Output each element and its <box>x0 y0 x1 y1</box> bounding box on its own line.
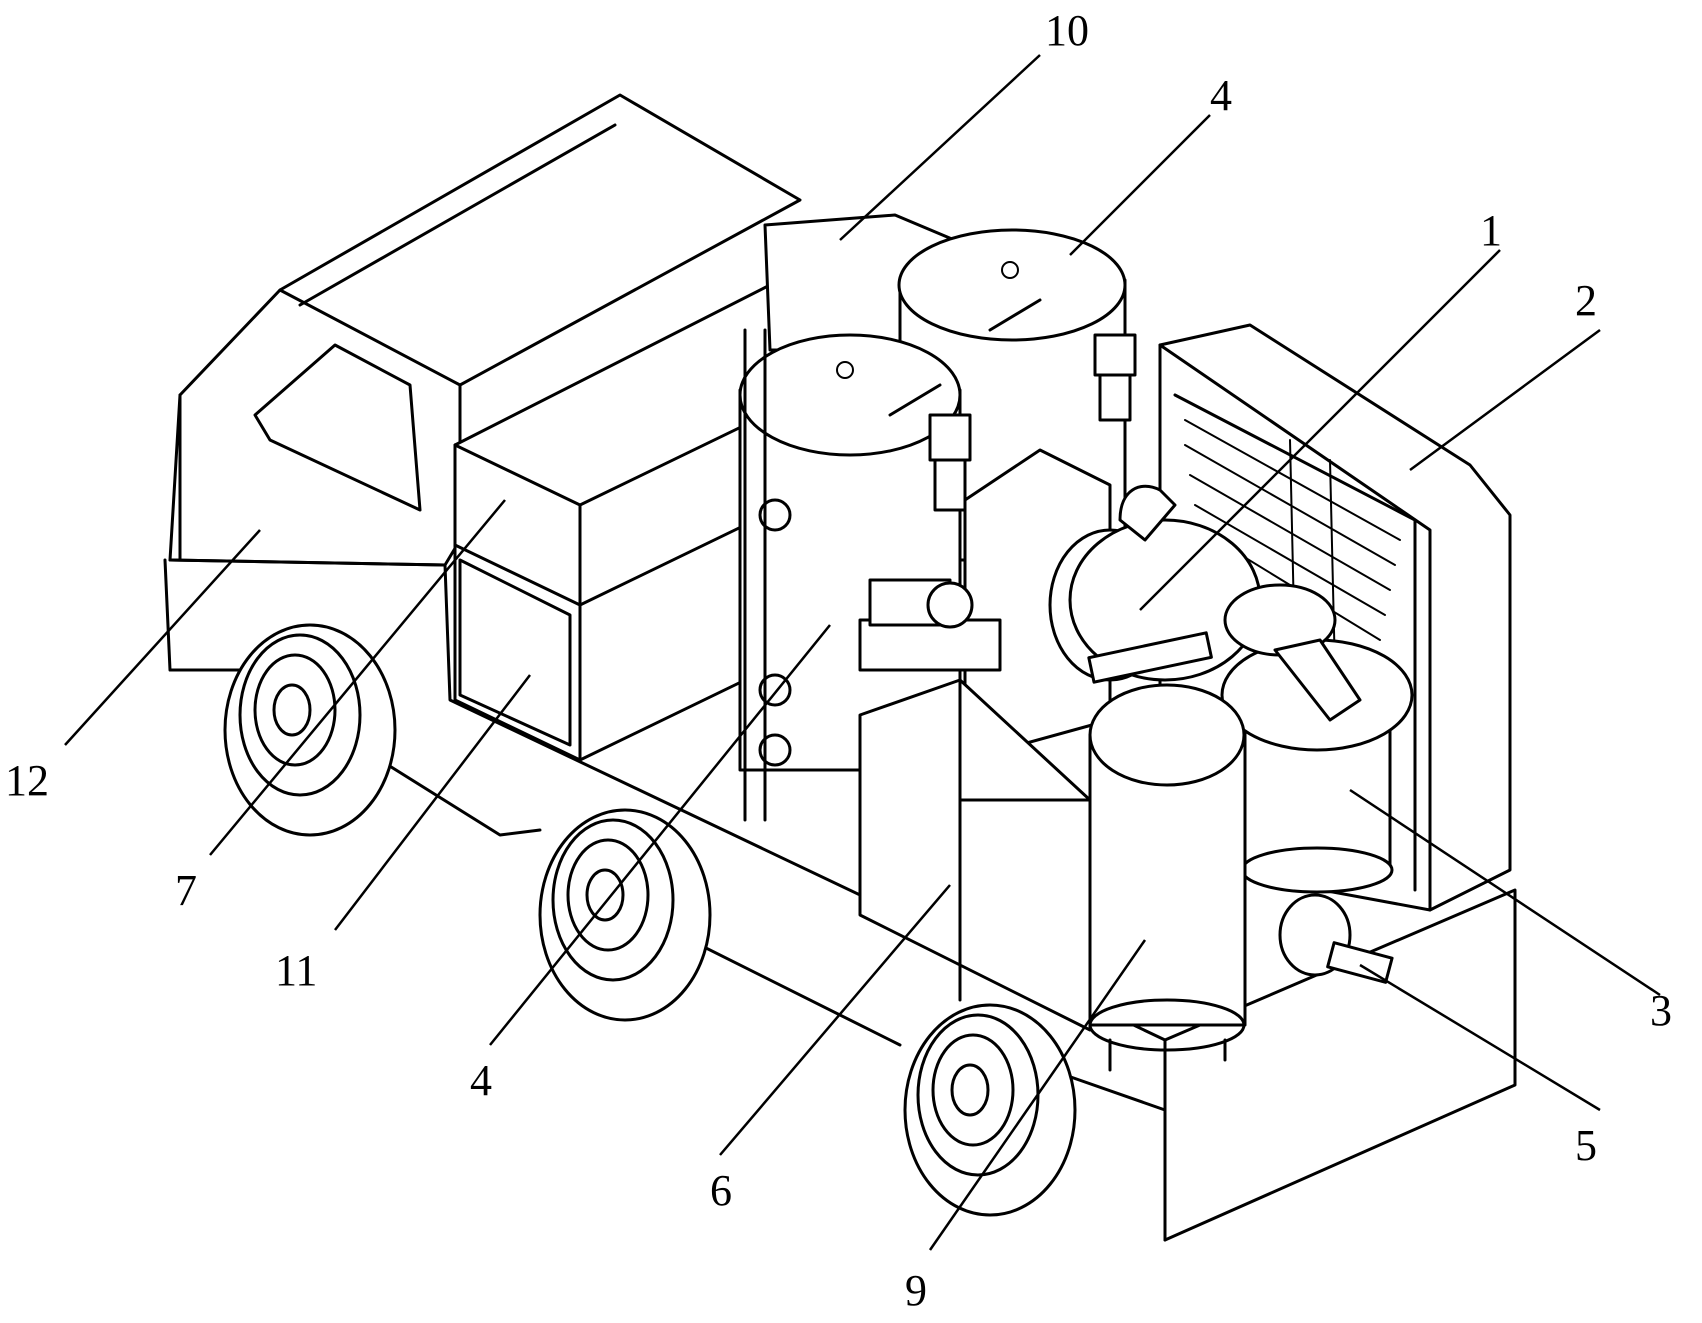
callout-labels: 10 4 1 2 12 7 11 4 6 9 5 3 <box>5 6 1672 1315</box>
label-10: 10 <box>1045 6 1089 55</box>
wheel-rear <box>903 1003 1077 1217</box>
label-7: 7 <box>175 866 197 915</box>
wheel-front <box>223 623 397 837</box>
wheel-middle <box>538 808 712 1022</box>
label-1: 1 <box>1480 206 1502 255</box>
label-6: 6 <box>710 1166 732 1215</box>
pump-unit <box>858 578 1002 672</box>
label-4-bottom: 4 <box>470 1056 492 1105</box>
cylinder-tank <box>1088 683 1247 1072</box>
leader-lines <box>64 54 1661 1251</box>
label-2: 2 <box>1575 276 1597 325</box>
label-5: 5 <box>1575 1121 1597 1170</box>
truck-cab <box>163 93 802 672</box>
label-9: 9 <box>905 1266 927 1315</box>
control-cabinet <box>858 678 1092 1032</box>
label-3: 3 <box>1650 986 1672 1035</box>
label-4-top: 4 <box>1210 71 1232 120</box>
label-11: 11 <box>275 946 317 995</box>
filter-tank <box>1220 583 1414 894</box>
label-12: 12 <box>5 756 49 805</box>
motor-unit <box>1048 484 1262 684</box>
outlet-nozzle <box>1278 893 1394 984</box>
